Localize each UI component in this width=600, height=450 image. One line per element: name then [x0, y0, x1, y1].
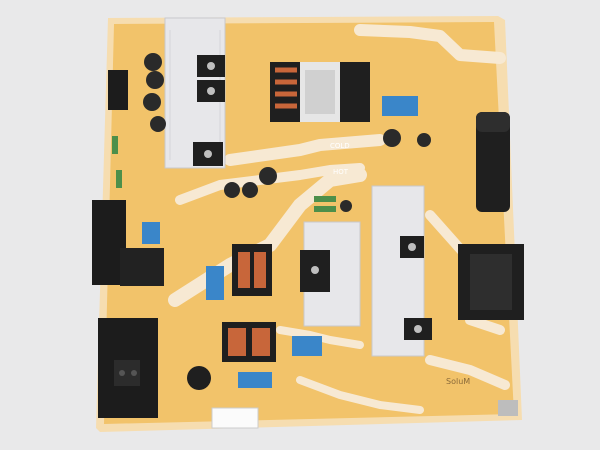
heatsink-right: [371, 185, 432, 357]
inductors: [187, 244, 276, 390]
green-components: [112, 136, 336, 212]
label-brand: SoluM: [446, 377, 470, 386]
bulk-capacitor: [476, 112, 510, 212]
qr-label: [211, 407, 259, 429]
label-hot: HOT: [333, 168, 349, 176]
connector-side: [120, 248, 164, 286]
capacitors-left: [143, 53, 166, 132]
film-capacitors: [142, 96, 418, 388]
ac-input-connector: [98, 318, 158, 418]
transformer-right: [458, 244, 524, 320]
transformer-main: [270, 62, 370, 122]
capacitors-middle: [224, 129, 431, 212]
connector-top-left: [108, 70, 128, 110]
mosfets-left: [193, 55, 225, 166]
heatsink-center: [300, 221, 361, 327]
label-cold: COLD: [330, 142, 350, 150]
mounting-screw: [498, 400, 518, 416]
